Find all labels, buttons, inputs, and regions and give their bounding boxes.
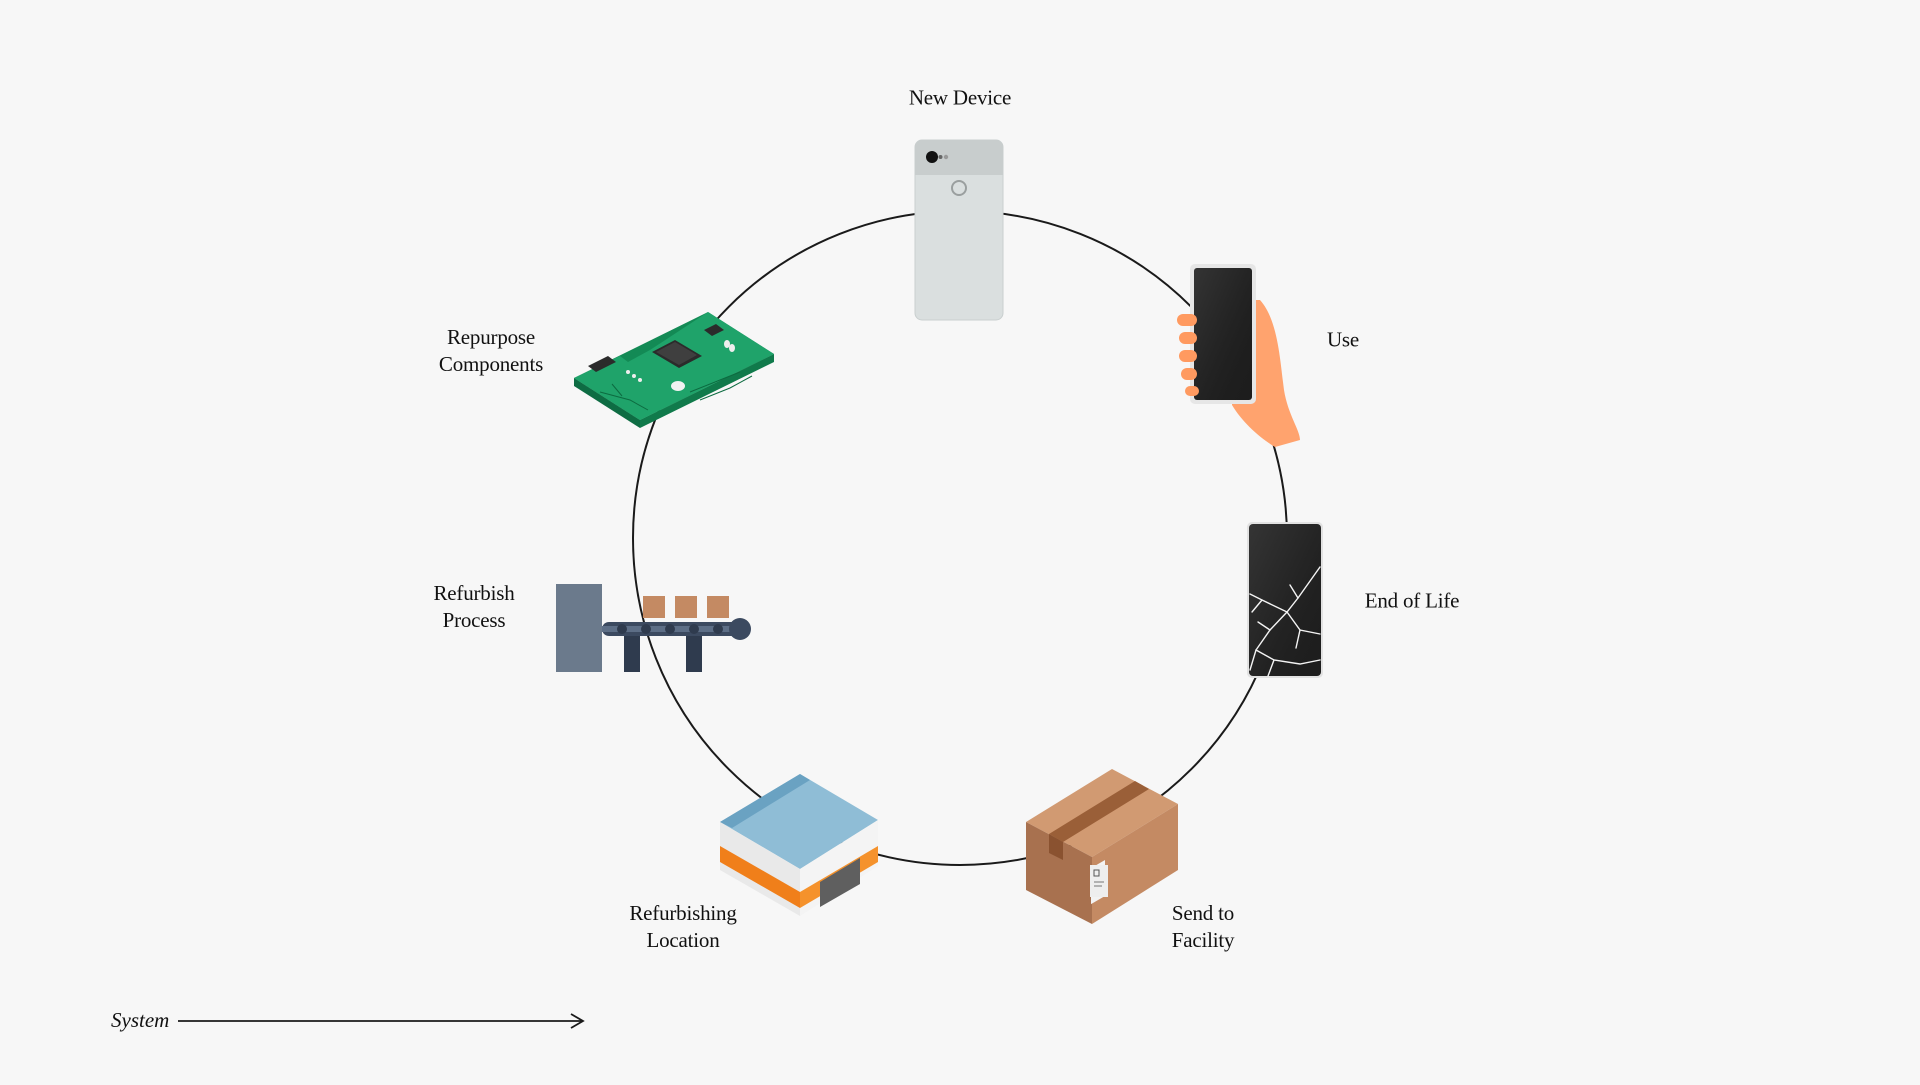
stage-label-use: Use — [1326, 327, 1360, 352]
stage-label-refurbishing-location: Refurbishing Location — [629, 901, 737, 952]
circuit-board-icon — [574, 312, 774, 428]
stage-label-end-of-life: End of Life — [1364, 588, 1460, 613]
hand-holding-phone-icon — [1177, 264, 1300, 447]
shipping-box-icon — [1026, 769, 1178, 924]
conveyor-belt-icon — [556, 584, 751, 672]
smartphone-icon — [914, 139, 1004, 321]
stage-label-refurbish-process: Refurbish Process — [433, 581, 515, 632]
stage-label-send-to-facility: Send to Facility — [1171, 901, 1235, 952]
warehouse-icon — [720, 774, 878, 916]
stage-label-repurpose-components: Repurpose Components — [438, 325, 544, 376]
right-arrow-icon — [178, 1013, 585, 1029]
cracked-phone-icon — [1247, 522, 1323, 678]
stage-label-new-device: New Device — [908, 85, 1012, 110]
system-axis-label: System — [111, 1008, 170, 1032]
